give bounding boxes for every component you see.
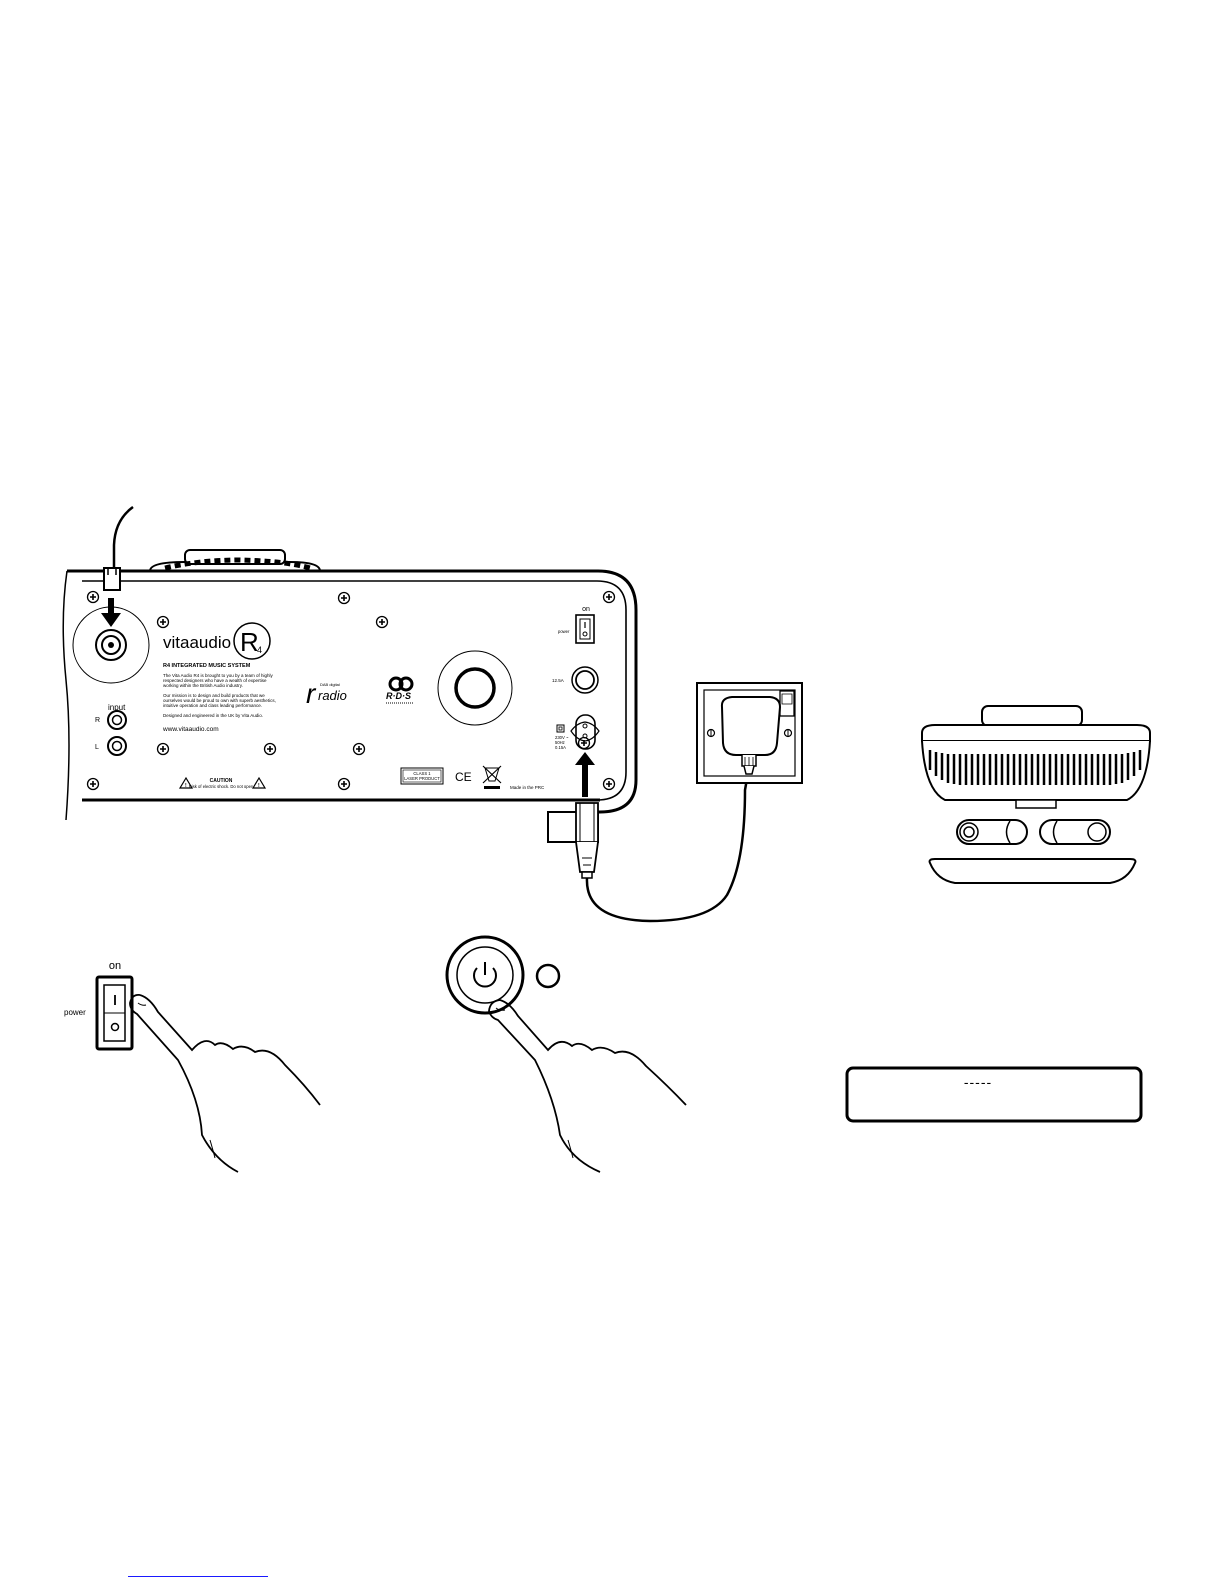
intro-line-2: respected designers who have a wealth of… — [163, 678, 267, 683]
svg-text:radio: radio — [318, 688, 347, 703]
screw-icon — [337, 591, 351, 605]
input-label: input — [108, 703, 126, 712]
input-l-label: L — [95, 744, 99, 751]
screw-icon — [156, 615, 170, 629]
caution-label: ! ! CAUTION Risk of electric shock. Do n… — [178, 776, 267, 789]
caution-triangle-icon — [178, 776, 194, 789]
battery-cover — [928, 858, 1137, 884]
display-panel: ----- — [845, 1066, 1143, 1123]
power-cable — [585, 772, 750, 923]
screw-icon — [263, 742, 277, 756]
hand-pressing-switch — [129, 994, 239, 1173]
panel-screws — [86, 590, 616, 791]
bass-port — [437, 650, 513, 726]
screw-icon — [352, 742, 366, 756]
mission-line-1: Our mission is to design and build produ… — [163, 693, 265, 698]
svg-text:LASER PRODUCT: LASER PRODUCT — [404, 776, 440, 781]
screw-icon — [602, 590, 616, 604]
power-button-closeup — [445, 935, 687, 1173]
screw-icon — [602, 777, 616, 791]
ce-mark: CE — [455, 770, 472, 784]
mains-plug — [575, 802, 599, 879]
brand-name: vitaaudio — [163, 633, 231, 652]
intro-line-3: working within the British Audio industr… — [163, 683, 243, 688]
svg-text:Risk of electric shock. Do not: Risk of electric shock. Do not open — [189, 784, 254, 789]
antenna-plug — [103, 567, 121, 591]
svg-text:power: power — [558, 629, 570, 634]
rear-power-switch[interactable]: on power — [558, 606, 595, 644]
svg-text:12.5A: 12.5A — [552, 678, 564, 683]
svg-text:230V ~: 230V ~ — [555, 735, 569, 740]
svg-text:4: 4 — [257, 645, 262, 655]
footer-link-underline — [128, 1576, 268, 1577]
screw-icon — [337, 777, 351, 791]
arrow-down-icon — [101, 598, 121, 627]
svg-text:!: ! — [185, 783, 187, 789]
power-adapter — [720, 696, 782, 756]
screw-icon — [375, 615, 389, 629]
switch-power-label: power — [64, 1008, 86, 1017]
weee-bin-icon — [482, 765, 502, 789]
power-symbol-icon — [473, 962, 497, 988]
switch-on-label: on — [109, 960, 121, 972]
website-text: www.vitaaudio.com — [162, 726, 219, 733]
remote-control-battery-view — [921, 705, 1151, 884]
screw-icon — [156, 742, 170, 756]
dab-radio-logo: r DAB digital radio — [306, 678, 347, 709]
laser-product-label: CLASS 1 LASER PRODUCT — [400, 767, 444, 785]
power-switch-closeup: on power — [64, 960, 321, 1173]
battery — [956, 819, 1028, 845]
standby-indicator — [535, 963, 561, 989]
screw-icon — [86, 590, 100, 604]
svg-text:0.15A: 0.15A — [555, 745, 566, 750]
mission-line-3: intuitive operation and class leading pe… — [163, 703, 262, 708]
intro-line-1: The Vita Audio R4 is brought to you by a… — [163, 673, 273, 678]
svg-text:r: r — [306, 678, 317, 709]
svg-text:CAUTION: CAUTION — [210, 778, 233, 784]
antenna-socket — [72, 606, 150, 684]
designed-line: Designed and engineered in the UK by Vit… — [163, 713, 263, 718]
radio-rear-panel: input R L vitaaudio R 4 R4 INTEGRATED MU… — [62, 505, 638, 879]
product-title: R4 INTEGRATED MUSIC SYSTEM — [163, 663, 251, 669]
r4-logo-ring — [233, 622, 271, 660]
antenna-cable — [112, 505, 134, 567]
made-in-label: Made in the PRC — [510, 785, 545, 790]
hand-pressing-button — [488, 999, 601, 1173]
display-text: ----- — [964, 1074, 992, 1090]
battery — [1039, 819, 1111, 845]
svg-text:50Hz: 50Hz — [555, 740, 565, 745]
dc-socket: 12.5A — [552, 666, 599, 694]
rds-logo: R·D·S — [386, 676, 414, 704]
svg-text:CLASS 1: CLASS 1 — [413, 771, 431, 776]
audio-input-sockets: input R L — [95, 703, 127, 756]
svg-text:DAB digital: DAB digital — [320, 682, 340, 687]
wall-socket-with-adapter — [696, 682, 803, 784]
top-control-knob — [148, 549, 322, 572]
caution-triangle-icon — [251, 776, 267, 789]
input-r-label: R — [95, 717, 100, 724]
mains-inlet: 230V ~ 50Hz 0.15A — [555, 714, 600, 750]
screw-icon — [86, 777, 100, 791]
remote-grip-ribs — [928, 750, 1142, 785]
mission-line-2: ourselves would be proud to own with sup… — [163, 698, 276, 703]
arrow-up-icon — [575, 752, 595, 797]
svg-text:R·D·S: R·D·S — [386, 691, 411, 701]
svg-text:on: on — [582, 606, 590, 613]
svg-text:!: ! — [258, 783, 260, 789]
brand-block: vitaaudio R 4 R4 INTEGRATED MUSIC SYSTEM… — [162, 622, 276, 733]
model-logo: R — [240, 627, 259, 657]
